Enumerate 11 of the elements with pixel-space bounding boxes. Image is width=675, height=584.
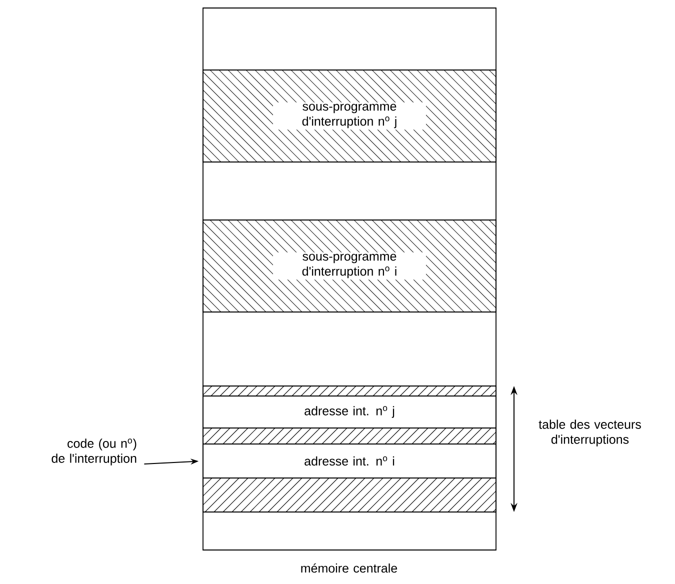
memory-column [202, 8, 496, 550]
hatched-block: sous-programme d'interruption n$^{o}$ j [202, 70, 496, 162]
hatched-strip [202, 478, 496, 512]
hatched-block: sous-programme d'interruption n$^{o}$ i [202, 220, 496, 312]
address-cell: adresse int. n$^{o}$ j [202, 396, 496, 428]
annotation-text: code (ou n$^{o}$) de l'interruption [52, 438, 136, 466]
caption: mémoire centrale [301, 563, 398, 573]
table-label: table des vecteurs d'interruptions [538, 420, 641, 446]
hatched-strip [202, 386, 496, 396]
hatched-strip [202, 428, 496, 444]
address-cell: adresse int. n$^{o}$ i [202, 444, 496, 478]
